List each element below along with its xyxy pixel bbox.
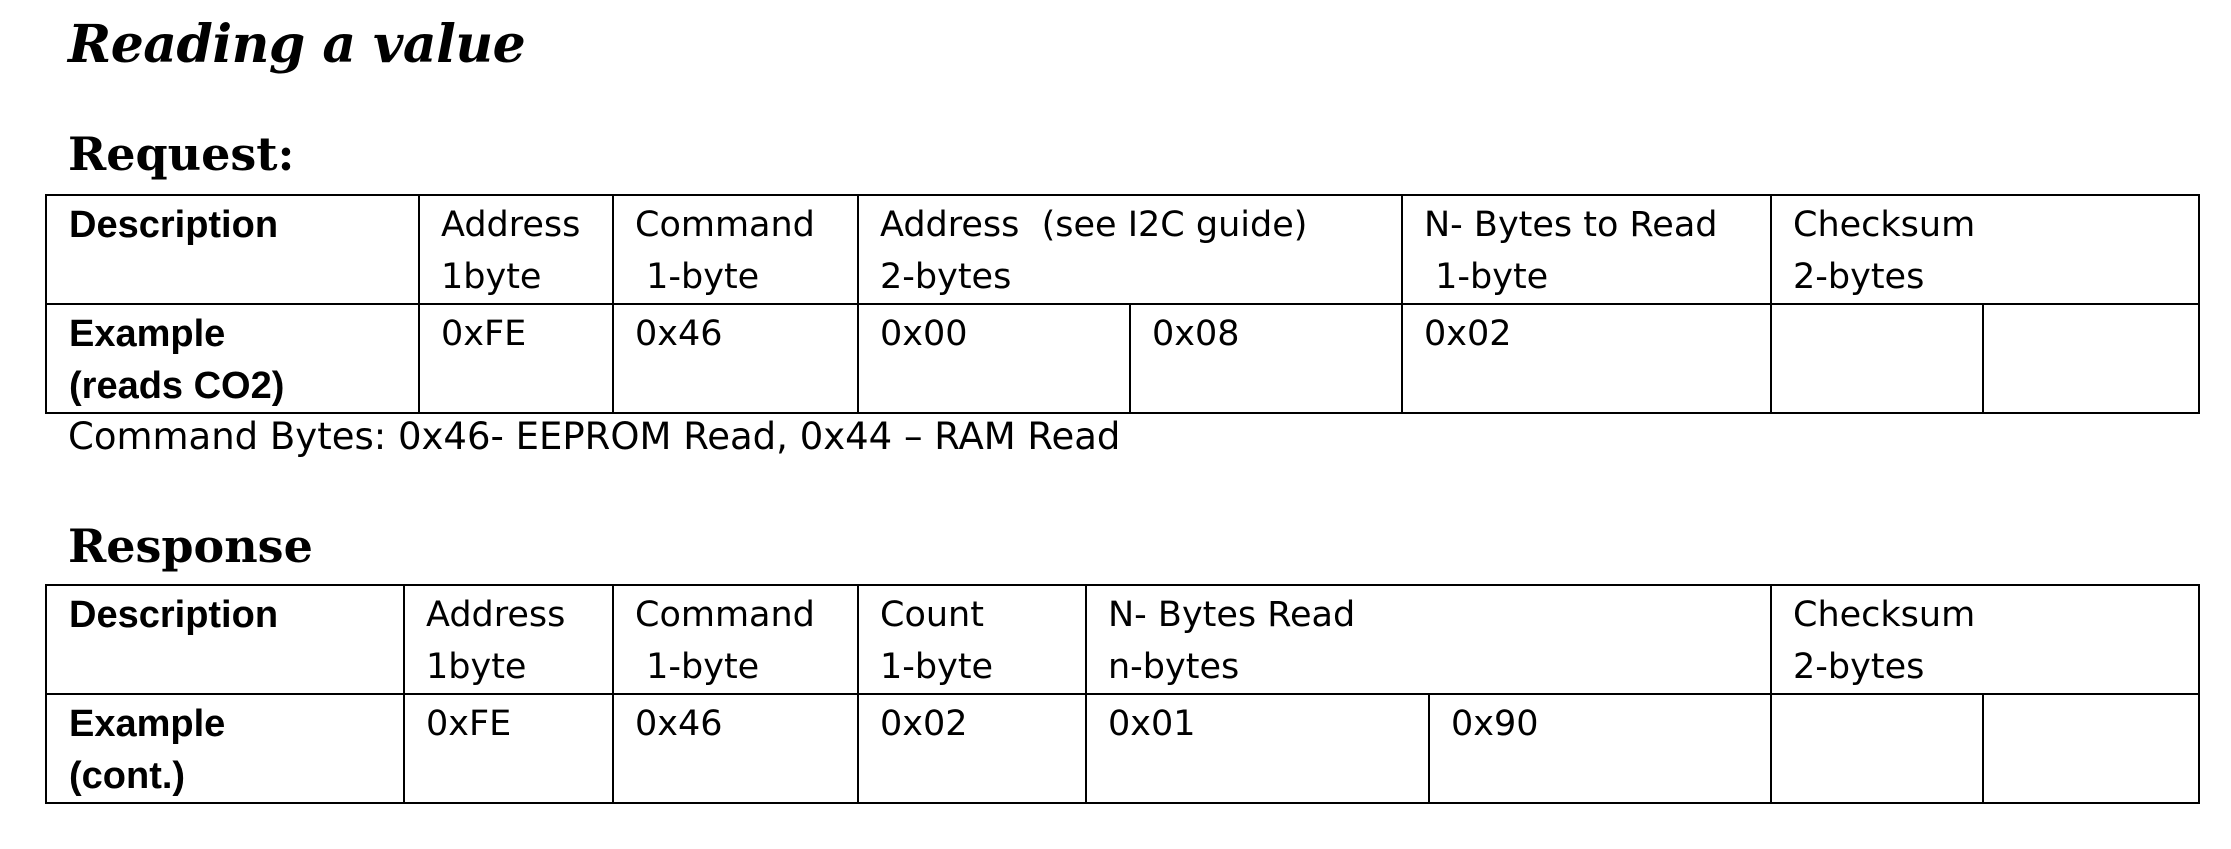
response-example-row: Example (cont.) 0xFE 0x46 0x02 0x01 0x90 xyxy=(45,693,2201,804)
request-heading: Request: xyxy=(68,127,295,181)
request-reg-address-header: Address (see I2C guide) 2-bytes xyxy=(857,194,1403,305)
response-checksum-header: Checksum 2-bytes xyxy=(1770,584,2201,695)
request-example-n-bytes: 0x02 xyxy=(1401,303,1772,414)
response-example-count: 0x02 xyxy=(857,693,1087,804)
response-count-header: Count 1-byte xyxy=(857,584,1087,695)
response-address-header: Address 1byte xyxy=(403,584,614,695)
response-example-data-1: 0x01 xyxy=(1085,693,1430,804)
request-example-checksum-hi xyxy=(1770,303,1984,414)
request-checksum-header: Checksum 2-bytes xyxy=(1770,194,2200,305)
response-command-header: Command 1-byte xyxy=(612,584,859,695)
response-table: Description Address 1byte Command 1-byte… xyxy=(45,584,2201,804)
command-bytes-note: Command Bytes: 0x46- EEPROM Read, 0x44 –… xyxy=(68,415,1121,458)
request-example-command: 0x46 xyxy=(612,303,859,414)
response-example-address: 0xFE xyxy=(403,693,614,804)
request-address-header: Address 1byte xyxy=(418,194,614,305)
request-example-address: 0xFE xyxy=(418,303,614,414)
request-n-bytes-header: N- Bytes to Read 1-byte xyxy=(1401,194,1772,305)
response-example-data-2: 0x90 xyxy=(1427,693,1773,804)
response-heading: Response xyxy=(68,519,313,573)
response-example-checksum-hi xyxy=(1770,693,1985,804)
request-example-reg-address-lo: 0x08 xyxy=(1129,303,1403,414)
response-example-label: Example (cont.) xyxy=(45,693,405,804)
request-command-header: Command 1-byte xyxy=(612,194,859,305)
response-description-label: Description xyxy=(45,584,405,695)
request-description-label: Description xyxy=(45,194,420,305)
page-title: Reading a value xyxy=(68,14,526,75)
request-example-reg-address-hi: 0x00 xyxy=(857,303,1131,414)
request-table: Description Address 1byte Command 1-byte… xyxy=(45,194,2200,414)
response-example-command: 0x46 xyxy=(612,693,859,804)
response-n-bytes-header: N- Bytes Read n-bytes xyxy=(1084,584,1773,695)
request-example-row: Example (reads CO2) 0xFE 0x46 0x00 0x08 … xyxy=(45,303,2200,414)
response-header-row: Description Address 1byte Command 1-byte… xyxy=(45,584,2201,695)
request-header-row: Description Address 1byte Command 1-byte… xyxy=(45,194,2200,305)
response-example-checksum-lo xyxy=(1982,693,2201,804)
request-example-label: Example (reads CO2) xyxy=(45,303,420,414)
request-example-checksum-lo xyxy=(1982,303,2200,414)
